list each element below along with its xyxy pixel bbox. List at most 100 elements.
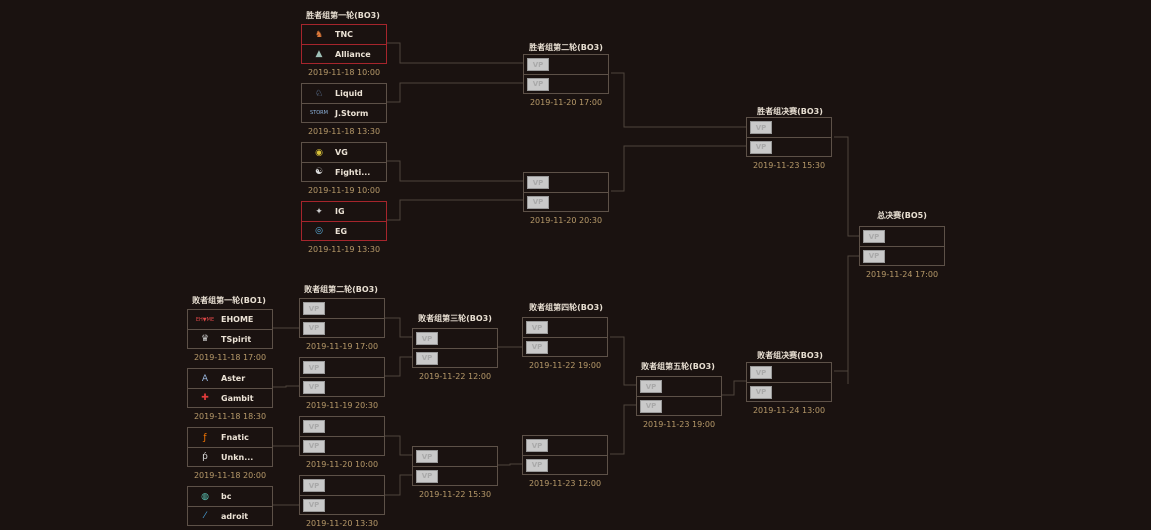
tbd-team-placeholder: VP: [750, 121, 772, 134]
match-slot[interactable]: VP: [413, 348, 497, 367]
match-slot[interactable]: VP: [300, 417, 384, 436]
match-slot[interactable]: ♛TSpirit: [188, 329, 272, 348]
match-time: 2019-11-19 10:00: [307, 186, 381, 195]
match-slot[interactable]: VP: [747, 118, 831, 137]
match-slot[interactable]: ☯Fighti...: [302, 162, 386, 181]
match-slot[interactable]: VP: [523, 318, 607, 337]
match-slot[interactable]: ✦IG: [302, 202, 386, 221]
match-slot[interactable]: VP: [300, 495, 384, 514]
match-slot[interactable]: VP: [860, 227, 944, 246]
match-slot[interactable]: VP: [523, 455, 607, 474]
tbd-team-placeholder: VP: [416, 351, 438, 365]
match-time: 2019-11-18 18:30: [193, 412, 267, 421]
tbd-team-placeholder: VP: [750, 140, 772, 154]
match-ub1_4[interactable]: ✦IG◎EG: [301, 201, 387, 241]
alliance-logo-icon: ▲: [315, 49, 323, 59]
match-ubf[interactable]: VP VP: [746, 117, 832, 157]
team-name: Gambit: [221, 393, 254, 403]
match-slot[interactable]: VP: [524, 173, 608, 192]
match-slot[interactable]: ♞TNC: [302, 25, 386, 44]
match-time: 2019-11-24 17:00: [865, 270, 939, 279]
match-slot[interactable]: VP: [413, 466, 497, 485]
match-slot[interactable]: VP: [524, 55, 608, 74]
match-slot[interactable]: VP: [524, 192, 608, 211]
match-slot[interactable]: VP: [860, 246, 944, 265]
match-slot[interactable]: VP: [300, 476, 384, 495]
match-time: 2019-11-18 10:00: [307, 68, 381, 77]
match-lb1_2[interactable]: A Aster ✚Gambit: [187, 368, 273, 408]
match-slot[interactable]: VP: [413, 329, 497, 348]
match-slot[interactable]: VP: [300, 299, 384, 318]
match-lb4_1[interactable]: VP VP: [522, 317, 608, 357]
match-slot[interactable]: ✚Gambit: [188, 388, 272, 407]
round-title-ub2: 胜者组第二轮(BO3): [529, 43, 603, 52]
tbd-team-placeholder: VP: [526, 321, 548, 334]
bc-logo-icon: ◍: [201, 491, 209, 502]
match-slot[interactable]: A Aster: [188, 369, 272, 388]
match-slot[interactable]: VP: [747, 382, 831, 401]
tbd-team-placeholder: VP: [303, 498, 325, 512]
match-ub1_3[interactable]: ◉VG☯Fighti...: [301, 142, 387, 182]
tbd-team-placeholder: VP: [527, 195, 549, 209]
match-slot[interactable]: VP: [747, 363, 831, 382]
round-title-ubf: 胜者组决赛(BO3): [757, 107, 823, 116]
match-lb3_1[interactable]: VP VP: [412, 328, 498, 368]
match-slot[interactable]: VP: [300, 318, 384, 337]
match-slot[interactable]: VP: [300, 436, 384, 455]
match-time: 2019-11-18 17:00: [193, 353, 267, 362]
match-lb2_1[interactable]: VP VP: [299, 298, 385, 338]
team-name: Liquid: [335, 89, 363, 98]
team-name: EG: [335, 226, 348, 236]
match-time: 2019-11-22 12:00: [418, 372, 492, 381]
round-title-lb3: 败者组第三轮(BO3): [418, 314, 492, 323]
team-name: Alliance: [335, 49, 371, 59]
match-slot[interactable]: VP: [523, 436, 607, 455]
tbd-team-placeholder: VP: [527, 58, 549, 71]
match-slot[interactable]: VP: [523, 337, 607, 356]
match-ub2_2[interactable]: VP VP: [523, 172, 609, 212]
match-time: 2019-11-18 20:00: [193, 471, 267, 480]
match-slot[interactable]: ▲ Alliance: [302, 44, 386, 63]
match-lb2_4[interactable]: VP VP: [299, 475, 385, 515]
match-slot[interactable]: VP: [747, 137, 831, 156]
team-name: Aster: [221, 374, 246, 383]
round-title-lb2: 败者组第二轮(BO3): [304, 285, 378, 294]
match-slot[interactable]: VP: [413, 447, 497, 466]
match-slot[interactable]: VP: [524, 74, 608, 93]
round-title-ub1: 胜者组第一轮(BO3): [306, 11, 380, 20]
match-time: 2019-11-20 13:30: [305, 519, 379, 528]
round-title-lb5: 败者组第五轮(BO3): [641, 362, 715, 371]
match-slot[interactable]: VP: [300, 358, 384, 377]
match-lb1_4[interactable]: ◍bc⁄adroit: [187, 486, 273, 526]
match-slot[interactable]: VP: [300, 377, 384, 396]
match-slot[interactable]: VP: [637, 396, 721, 415]
match-slot[interactable]: ◍bc: [188, 487, 272, 506]
match-slot[interactable]: ◎EG: [302, 221, 386, 240]
aster-logo-icon: A: [201, 373, 209, 384]
match-slot[interactable]: ♘Liquid: [302, 84, 386, 103]
match-slot[interactable]: VP: [637, 377, 721, 396]
tbd-team-placeholder: VP: [303, 302, 325, 315]
match-slot[interactable]: ◉VG: [302, 143, 386, 162]
tnc-logo-icon: ♞: [314, 29, 324, 40]
match-time: 2019-11-19 17:00: [305, 342, 379, 351]
match-ub2_1[interactable]: VP VP: [523, 54, 609, 94]
match-ub1_1[interactable]: ♞TNC ▲ Alliance: [301, 24, 387, 64]
match-slot[interactable]: ⁄adroit: [188, 506, 272, 525]
round-title-lb1: 败者组第一轮(BO1): [192, 296, 266, 305]
